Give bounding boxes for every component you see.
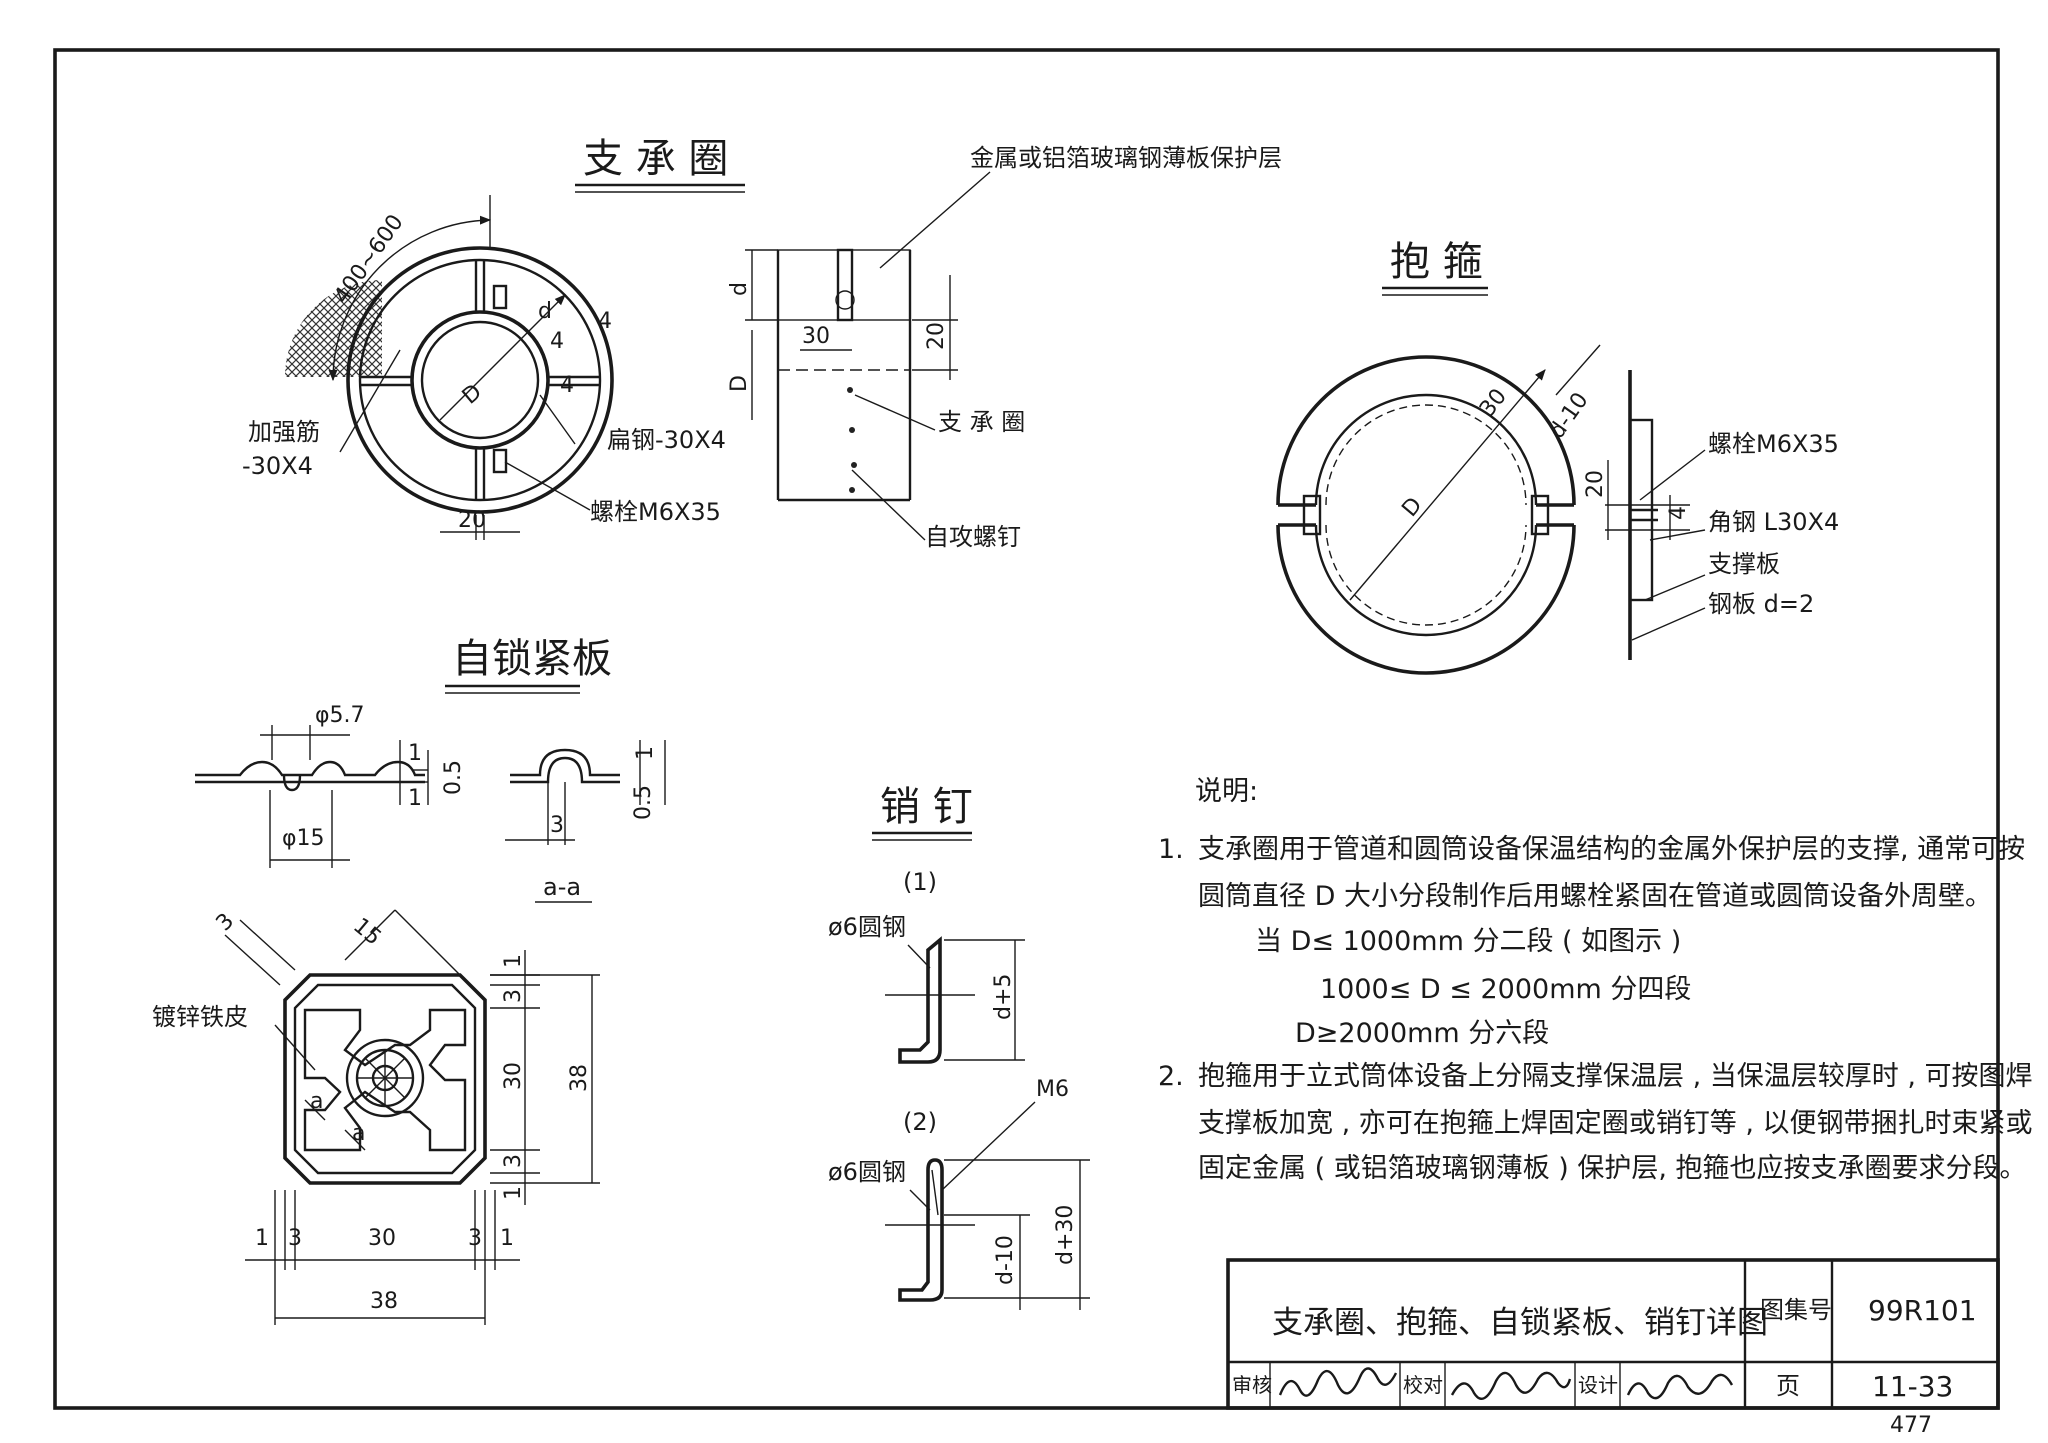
ring-twenty: 20: [458, 508, 486, 533]
ring-four-c: 4: [560, 373, 574, 398]
b-38: 38: [370, 1289, 398, 1314]
page-label: 页: [1776, 1372, 1800, 1400]
rib-spec: -30X4: [242, 452, 313, 480]
r-three-b: 3: [501, 1154, 526, 1168]
section-aa-label: a-a: [543, 873, 581, 901]
section-d: d: [727, 282, 752, 296]
pin-d10: d-10: [993, 1235, 1018, 1285]
notes-header: 说明:: [1195, 776, 1258, 807]
hoop-twenty: 20: [1583, 470, 1608, 498]
r-thirty: 30: [501, 1062, 526, 1090]
flat-steel-label: 扁钢-30X4: [607, 426, 726, 454]
pin-view: 销 钉 (1) d+5 ø6圆钢 (2) M6 d-10 d+30 ø6圆钢: [828, 784, 1090, 1310]
phi15-label: φ15: [282, 826, 325, 851]
lock-plate-title: 自锁紧板: [452, 636, 612, 682]
note1-line4: 1000≤ D ≤ 2000mm 分四段: [1320, 974, 1691, 1005]
plate-a-bot: a: [352, 1121, 365, 1146]
section-three: 3: [550, 813, 564, 838]
b-three-a: 3: [288, 1226, 302, 1251]
ring-D-label: D: [458, 380, 487, 410]
support-section-view: d D 30 20 金属或铝箔玻璃钢薄板保护层 支 承 圈 自攻螺钉: [727, 144, 1282, 551]
cover-label: 金属或铝箔玻璃钢薄板保护层: [970, 144, 1282, 172]
r-one-a: 1: [501, 954, 526, 968]
ring-d-label: d: [538, 299, 552, 324]
hoop-d10: d-10: [1544, 388, 1593, 443]
section-ring-label: 支 承 圈: [938, 408, 1025, 436]
ring-four-b: 4: [598, 309, 612, 334]
drawing-title: 支承圈、抱箍、自锁紧板、销钉详图: [1272, 1305, 1768, 1341]
pin-d30: d+30: [1053, 1205, 1078, 1265]
b-one-a: 1: [255, 1226, 269, 1251]
section-one: 1: [633, 746, 658, 760]
plate-three-diag: 3: [212, 909, 240, 937]
note1-line3: 当 D≤ 1000mm 分二段 ( 如图示 ): [1255, 926, 1681, 957]
note2-num: 2.: [1158, 1061, 1184, 1092]
b-thirty: 30: [368, 1226, 396, 1251]
strip-one-a: 1: [408, 741, 422, 766]
signature-review: [1278, 1367, 1398, 1397]
phi57-label: φ5.7: [315, 703, 365, 728]
pin-n2: (2): [903, 1108, 937, 1136]
r-38: 38: [567, 1064, 592, 1092]
pin-n1: (1): [903, 868, 937, 896]
section-half: 0.5: [631, 785, 656, 820]
strip-half-a: 0.5: [441, 760, 466, 795]
lock-plate-view: 自锁紧板 φ5.7 φ15 1 1 0.5 3 1 0.5 a-a: [152, 636, 666, 1325]
section-twenty: 20: [924, 322, 949, 350]
rib-label: 加强筋: [248, 418, 320, 446]
pin-rod2: ø6圆钢: [828, 1158, 906, 1186]
section-D: D: [727, 375, 752, 392]
ring-four-a: 4: [550, 329, 564, 354]
screw-label: 自攻螺钉: [925, 523, 1021, 551]
atlas-label: 图集号: [1760, 1296, 1832, 1324]
hoop-plate-label: 支撑板: [1708, 550, 1780, 578]
signature-check: [1450, 1371, 1572, 1400]
hoop-four: 4: [1666, 506, 1691, 520]
design-label: 设计: [1578, 1373, 1618, 1397]
note1-line5: D≥2000mm 分六段: [1295, 1018, 1549, 1049]
ring-bolt-label: 螺栓M6X35: [590, 498, 721, 526]
plate-fifteen-diag: 15: [348, 913, 386, 950]
page-code: 11-33: [1872, 1370, 1953, 1403]
galv-label: 镀锌铁皮: [152, 1003, 248, 1031]
pin-title: 销 钉: [880, 784, 973, 830]
section-thirty: 30: [802, 324, 830, 349]
atlas-number: 99R101: [1868, 1294, 1977, 1327]
note1-line2: 圆筒直径 D 大小分段制作后用螺栓紧固在管道或圆筒设备外周壁。: [1198, 881, 1992, 912]
b-three-b: 3: [468, 1226, 482, 1251]
page-number: 477: [1890, 1413, 1932, 1438]
hoop-steel-label: 钢板 d=2: [1708, 590, 1814, 618]
support-ring-title: 支 承 圈: [583, 136, 728, 182]
signature-design: [1626, 1373, 1734, 1400]
b-one-b: 1: [500, 1226, 514, 1251]
hoop-view: 抱 箍 D 30 d-10 20 4 螺栓M6X: [1276, 239, 1839, 675]
pin-rod1: ø6圆钢: [828, 913, 906, 941]
r-one-b: 1: [501, 1186, 526, 1200]
pin-d5: d+5: [991, 974, 1016, 1020]
pin-m6: M6: [1036, 1077, 1069, 1102]
title-block: 支承圈、抱箍、自锁紧板、销钉详图 图集号 99R101 审核 校对 设计 页 1…: [1226, 1258, 2000, 1410]
strip-one-b: 1: [408, 786, 422, 811]
notes: 说明: 1. 支承圈用于管道和圆筒设备保温结构的金属外保护层的支撑, 通常可按 …: [1158, 776, 2033, 1184]
support-ring-view: 支 承 圈 400~600 d D 4 4 4 20: [242, 136, 745, 540]
note2-line3: 固定金属 ( 或铝箔玻璃钢薄板 ) 保护层, 抱箍也应按支承圈要求分段。: [1198, 1153, 2027, 1184]
note2-line1: 抱箍用于立式筒体设备上分隔支撑保温层 , 当保温层较厚时 , 可按图焊: [1198, 1061, 2033, 1092]
note1-num: 1.: [1158, 834, 1184, 865]
r-three-a: 3: [501, 989, 526, 1003]
note2-line2: 支撑板加宽 , 亦可在抱箍上焊固定圈或销钉等 , 以便钢带捆扎时束紧或: [1198, 1108, 2033, 1139]
plate-a-top: a: [310, 1089, 323, 1114]
hoop-D: D: [1397, 493, 1427, 522]
review-label: 审核: [1232, 1373, 1272, 1397]
hoop-title: 抱 箍: [1390, 239, 1483, 285]
hoop-angle-label: 角钢 L30X4: [1708, 508, 1839, 536]
sheet-border: [53, 48, 2000, 1410]
check-label: 校对: [1403, 1373, 1443, 1397]
hoop-bolt-label: 螺栓M6X35: [1708, 430, 1839, 458]
note1-line1: 支承圈用于管道和圆筒设备保温结构的金属外保护层的支撑, 通常可按: [1198, 834, 2025, 865]
